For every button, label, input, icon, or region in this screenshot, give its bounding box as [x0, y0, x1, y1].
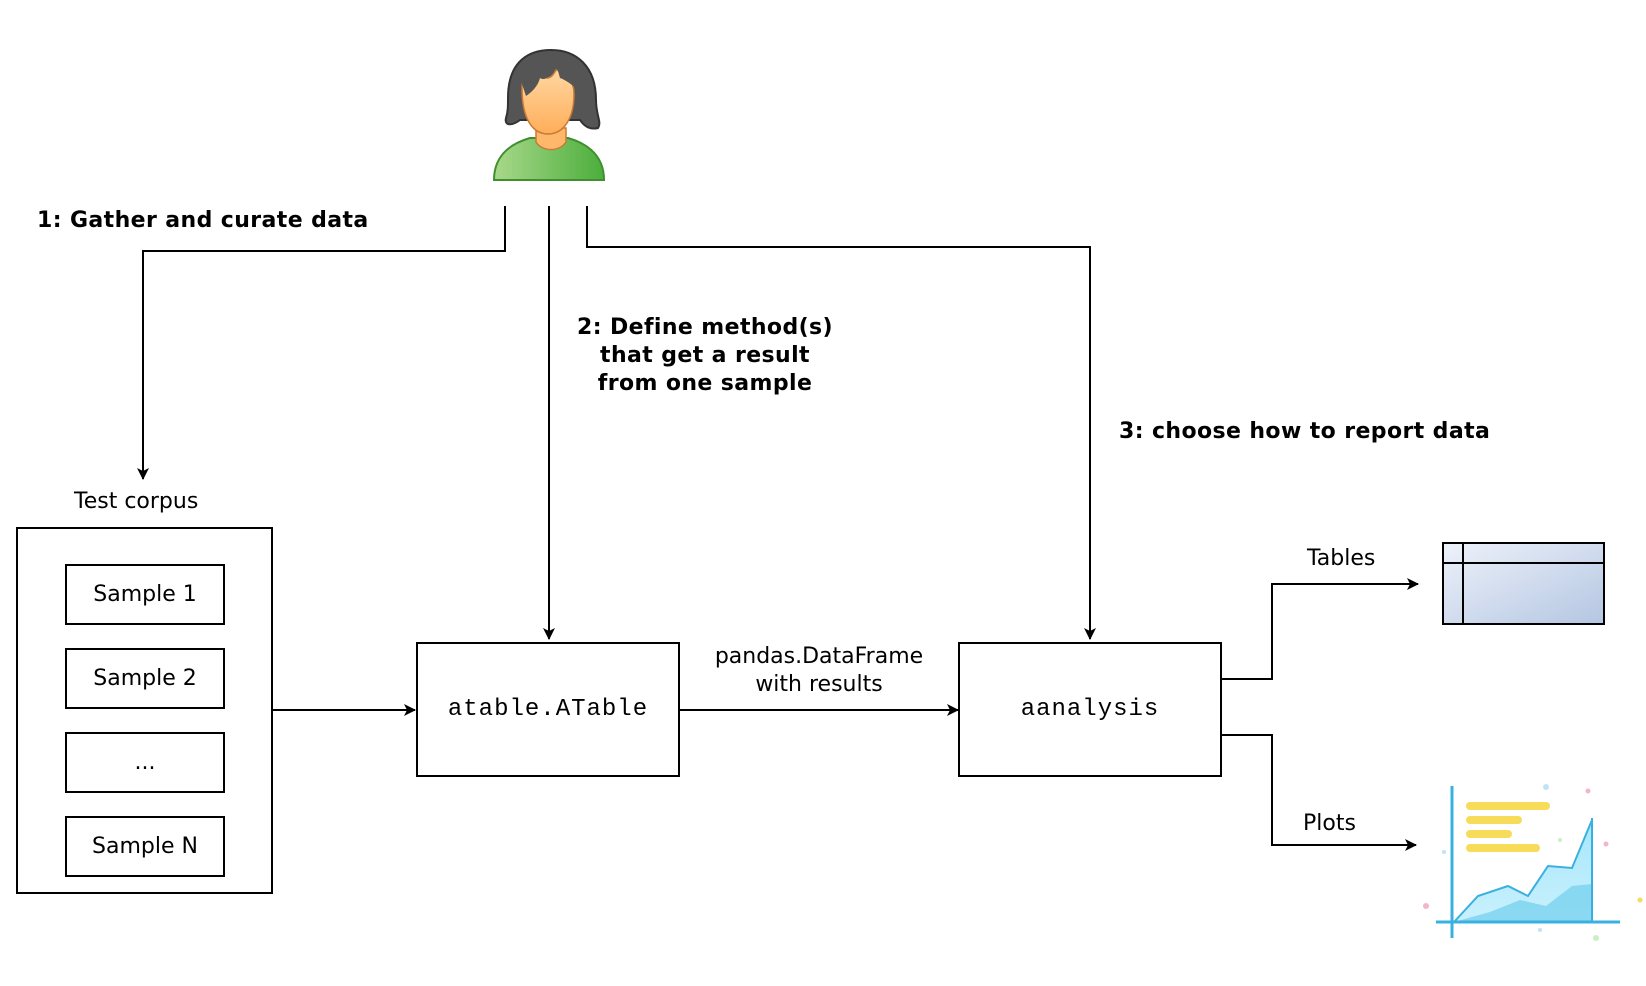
test-corpus-box: Sample 1 Sample 2 ... Sample N — [16, 527, 273, 894]
sample-1-label: Sample 1 — [93, 582, 197, 607]
plots-label: Plots — [1303, 811, 1356, 836]
step2-line-1: 2: Define method(s) — [577, 315, 833, 340]
aanalysis-node: aanalysis — [958, 642, 1222, 777]
sample-1-box: Sample 1 — [65, 564, 225, 625]
area-chart-icon — [1423, 784, 1643, 941]
sample-2-box: Sample 2 — [65, 648, 225, 709]
user-avatar-icon — [492, 48, 606, 181]
sample-n-box: Sample N — [65, 816, 225, 877]
sample-ellipsis-label: ... — [134, 750, 156, 775]
dataframe-edge-label: pandas.DataFrame with results — [686, 643, 952, 699]
corpus-title: Test corpus — [74, 489, 199, 514]
atable-node: atable.ATable — [416, 642, 680, 777]
edge-label-line-1: pandas.DataFrame — [714, 644, 924, 669]
step2-line-3: from one sample — [597, 371, 813, 396]
step3-label: 3: choose how to report data — [1119, 419, 1491, 444]
edge-label-line-2: with results — [755, 672, 883, 697]
step2-label: 2: Define method(s) that get a result fr… — [545, 314, 865, 398]
atable-label: atable.ATable — [447, 696, 649, 723]
tables-label: Tables — [1307, 546, 1376, 571]
sample-2-label: Sample 2 — [93, 666, 197, 691]
sample-ellipsis-box: ... — [65, 732, 225, 793]
aanalysis-label: aanalysis — [1020, 696, 1160, 723]
sample-n-label: Sample N — [92, 834, 198, 859]
table-icon — [1442, 542, 1605, 625]
step1-label: 1: Gather and curate data — [37, 208, 369, 233]
step2-line-2: that get a result — [600, 343, 810, 368]
